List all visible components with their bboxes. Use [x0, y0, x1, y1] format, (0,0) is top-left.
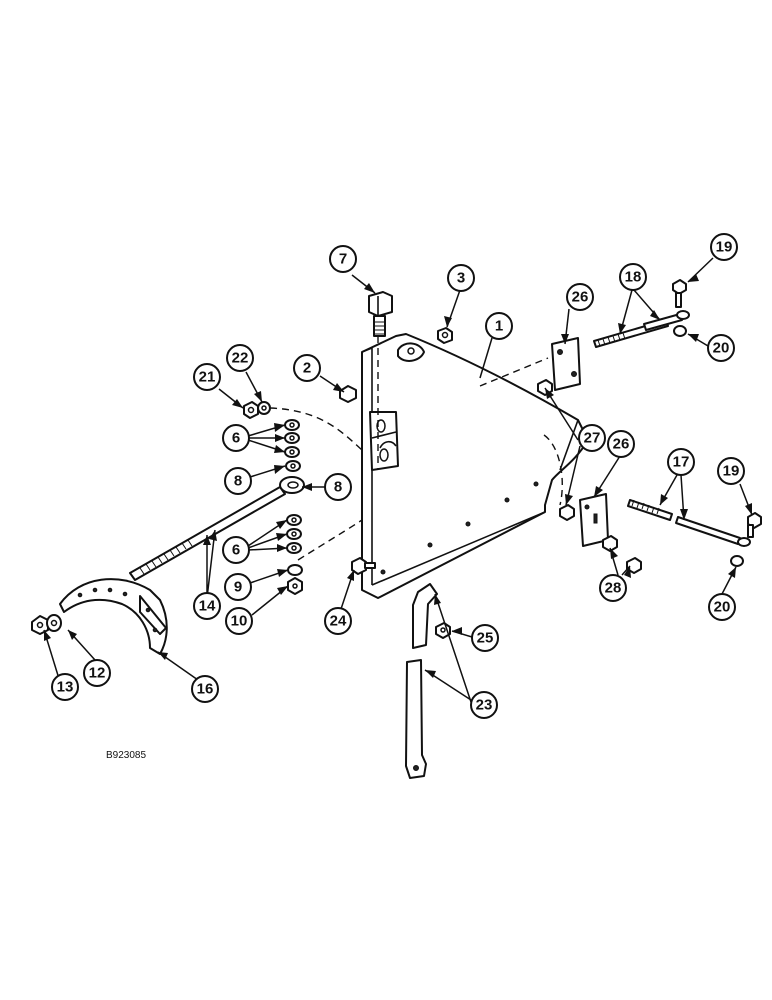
svg-text:14: 14 — [199, 598, 216, 615]
callout-23: 23 — [470, 691, 498, 719]
callout-24: 24 — [324, 607, 352, 635]
svg-text:20: 20 — [714, 599, 731, 616]
rod-part-17-lower — [627, 499, 762, 567]
triangular-shield-part — [361, 333, 589, 599]
callout-1: 1 — [485, 312, 513, 340]
washer-stack-parts — [284, 419, 303, 595]
svg-text:13: 13 — [57, 679, 74, 696]
callout-27: 27 — [578, 424, 606, 452]
callout-22: 22 — [226, 344, 254, 372]
svg-text:19: 19 — [723, 463, 740, 480]
strap-parts-23 — [405, 583, 451, 779]
threaded-rod-part-14 — [129, 476, 305, 581]
callout-balloons: 1 2 3 6 6 7 8 8 9 10 12 13 14 16 17 18 1… — [51, 233, 745, 719]
callout-26-upper: 26 — [566, 283, 594, 311]
callout-2: 2 — [293, 354, 321, 382]
svg-text:6: 6 — [232, 430, 240, 447]
svg-text:9: 9 — [234, 579, 242, 596]
svg-text:24: 24 — [330, 613, 347, 630]
callout-6-lower: 6 — [222, 536, 250, 564]
hardware-small-parts — [243, 327, 453, 575]
callout-3: 3 — [447, 264, 475, 292]
callout-19-lower: 19 — [717, 457, 745, 485]
callout-20-upper: 20 — [707, 334, 735, 362]
callout-8-right: 8 — [324, 473, 352, 501]
rod-part-18-upper — [593, 279, 690, 348]
svg-text:26: 26 — [572, 289, 589, 306]
bracket-plate-part-26-upper — [537, 337, 581, 396]
callout-26-lower: 26 — [607, 430, 635, 458]
svg-text:17: 17 — [673, 454, 690, 471]
svg-text:8: 8 — [334, 479, 342, 496]
svg-text:7: 7 — [339, 251, 347, 268]
callout-13: 13 — [51, 673, 79, 701]
bolt-part-7 — [368, 291, 393, 337]
drawing-reference-number: B923085 — [106, 750, 146, 761]
svg-text:23: 23 — [476, 697, 493, 714]
svg-text:20: 20 — [713, 340, 730, 357]
callout-9: 9 — [224, 573, 252, 601]
callout-20-lower: 20 — [708, 593, 736, 621]
svg-text:25: 25 — [477, 630, 494, 647]
callout-6-upper: 6 — [222, 424, 250, 452]
callout-16: 16 — [191, 675, 219, 703]
callout-7: 7 — [329, 245, 357, 273]
svg-text:6: 6 — [232, 542, 240, 559]
svg-text:2: 2 — [303, 360, 311, 377]
callout-8-left: 8 — [224, 467, 252, 495]
svg-text:8: 8 — [234, 473, 242, 490]
callout-18: 18 — [619, 263, 647, 291]
callout-17: 17 — [667, 448, 695, 476]
svg-text:22: 22 — [232, 350, 249, 367]
svg-text:21: 21 — [199, 369, 216, 386]
callout-10: 10 — [225, 607, 253, 635]
svg-text:18: 18 — [625, 269, 642, 286]
callout-12: 12 — [83, 659, 111, 687]
svg-text:19: 19 — [716, 239, 733, 256]
callout-14: 14 — [193, 592, 221, 620]
callout-19-upper: 19 — [710, 233, 738, 261]
svg-text:1: 1 — [495, 318, 503, 335]
svg-text:28: 28 — [605, 580, 622, 597]
callout-21: 21 — [193, 363, 221, 391]
nuts-part-28 — [602, 535, 642, 574]
bracket-plate-part-26-lower — [559, 493, 609, 547]
svg-text:26: 26 — [613, 436, 630, 453]
svg-text:10: 10 — [231, 613, 248, 630]
svg-text:27: 27 — [584, 430, 601, 447]
svg-text:12: 12 — [89, 665, 106, 682]
svg-text:16: 16 — [197, 681, 214, 698]
curved-shoe-part-16 — [31, 578, 168, 655]
leader-arrowheads — [44, 274, 752, 678]
callout-28: 28 — [599, 574, 627, 602]
callout-25: 25 — [471, 624, 499, 652]
svg-text:3: 3 — [457, 270, 465, 287]
